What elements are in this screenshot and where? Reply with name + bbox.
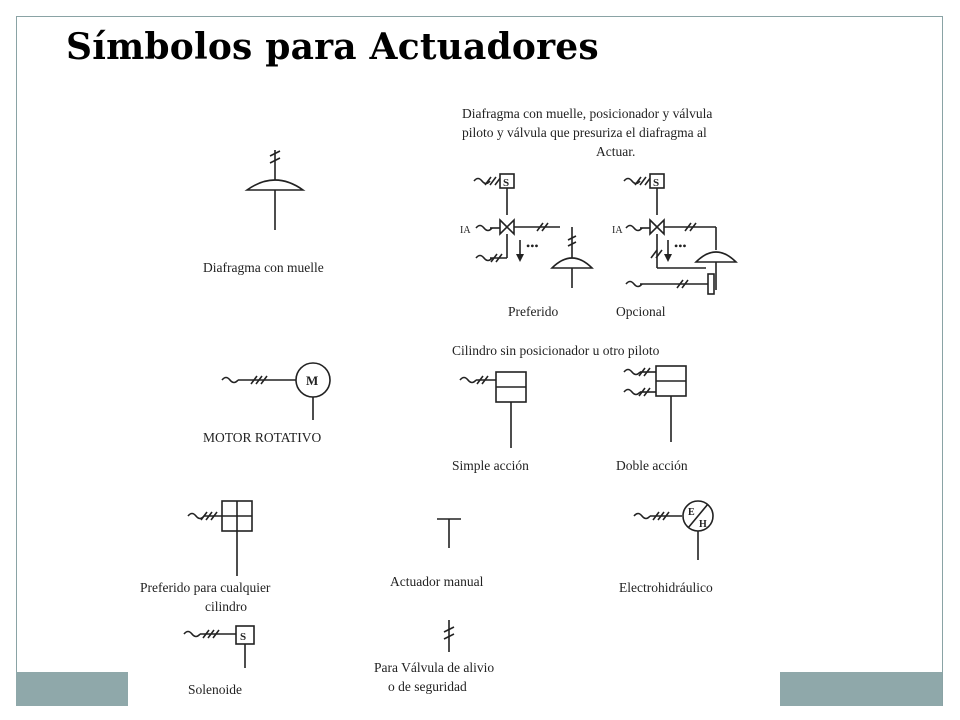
motor-m-letter: M: [306, 373, 318, 388]
solenoid-s-letter: S: [240, 631, 246, 643]
single-action-label: Simple acción: [452, 458, 529, 473]
electrohydraulic-label: Electrohidráulico: [619, 580, 713, 595]
diaphragm-positioner-caption-1: Diafragma con muelle, posicionador y vál…: [462, 106, 712, 121]
manual-actuator-label: Actuador manual: [390, 574, 484, 589]
preferred-label: Preferido: [508, 304, 558, 319]
diaphragm-spring-symbol: [244, 150, 306, 230]
diaphragm-positioner-caption-2: piloto y válvula que presuriza el diafra…: [462, 125, 707, 140]
eh-letter-e: E: [688, 507, 695, 518]
rotary-motor-symbol: M: [221, 362, 331, 420]
preferred-any-cylinder-symbol: [187, 500, 253, 576]
eh-letter-h: H: [699, 519, 707, 530]
ia-label: IA: [460, 225, 471, 236]
s-box-letter-2: S: [653, 177, 659, 189]
relief-valve-label-1: Para Válvula de alivio: [374, 660, 494, 675]
manual-actuator-symbol: [437, 518, 461, 548]
ia-label-2: IA: [612, 225, 623, 236]
double-action-label: Doble acción: [616, 458, 688, 473]
footer-bar-left: [16, 672, 128, 706]
diaphragm-positioner-caption-3: Actuar.: [596, 144, 635, 159]
double-action-cylinder-symbol: [623, 365, 687, 442]
solenoid-symbol: S: [183, 625, 255, 668]
solenoid-label: Solenoide: [188, 682, 242, 697]
diaphragm-spring-label: Diafragma con muelle: [203, 260, 324, 275]
svg-text:•••: •••: [526, 239, 539, 253]
positioner-preferred-symbol: S IA •••: [460, 173, 594, 288]
cylinder-header: Cilindro sin posicionador u otro piloto: [452, 343, 660, 358]
s-box-letter: S: [503, 177, 509, 189]
preferred-any-cylinder-label-2: cilindro: [205, 599, 247, 614]
electrohydraulic-symbol: E H: [633, 500, 714, 560]
relief-valve-label-2: o de seguridad: [388, 679, 467, 694]
relief-valve-symbol: [443, 620, 455, 652]
optional-label: Opcional: [616, 304, 666, 319]
positioner-optional-symbol: S IA •••: [612, 173, 738, 295]
svg-text:•••: •••: [674, 239, 687, 253]
footer-bar-right: [780, 672, 942, 706]
rotary-motor-label: MOTOR ROTATIVO: [203, 430, 322, 445]
slide-title: Símbolos para Actuadores: [66, 26, 599, 68]
single-action-cylinder-symbol: [459, 371, 527, 448]
preferred-any-cylinder-label-1: Preferido para cualquier: [140, 580, 271, 595]
